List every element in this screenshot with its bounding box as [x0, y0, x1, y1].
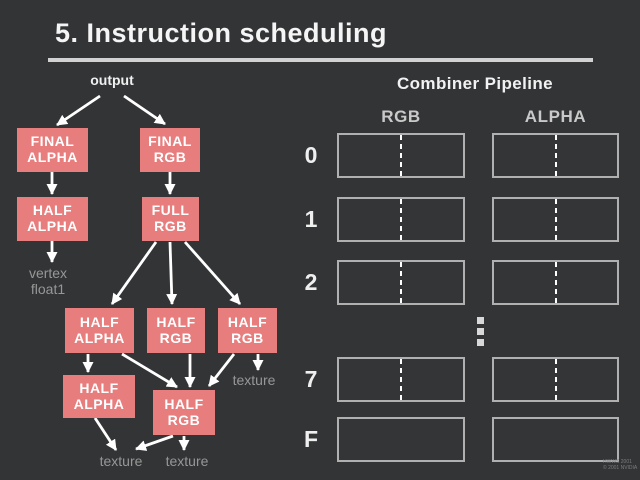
texture-label-bottom-left: texture — [99, 453, 143, 469]
node-half-rgb-right: HALF RGB — [218, 308, 277, 353]
title-underline — [48, 58, 593, 62]
node-half-alpha-2: HALF ALPHA — [65, 308, 134, 353]
combiner-stage-box — [492, 417, 619, 462]
stage-divider — [400, 135, 402, 176]
texture-label-bottom-right: texture — [165, 453, 209, 469]
arrow-half-alpha-3-to-texture — [93, 417, 118, 451]
vertex-float1-label: vertex float1 — [28, 265, 68, 298]
watermark-line2: © 2001 NVIDIA — [603, 465, 638, 471]
column-header-alpha: ALPHA — [524, 107, 587, 126]
row-label-2: 2 — [304, 269, 318, 295]
node-final-rgb: FINAL RGB — [140, 128, 200, 172]
combiner-stage-box — [492, 133, 619, 178]
watermark: HWWS 2001 © 2001 NVIDIA — [603, 459, 639, 471]
stage-divider — [400, 199, 402, 240]
stage-divider — [554, 359, 557, 400]
column-header-rgb: RGB — [381, 107, 421, 126]
arrow-half-rgb-bottom-to-texture-left — [135, 434, 174, 451]
node-half-alpha-1: HALF ALPHA — [17, 197, 88, 241]
ellipsis-dot — [477, 328, 484, 335]
node-full-rgb: FULL RGB — [142, 197, 199, 241]
page-title: 5. Instruction scheduling — [55, 18, 388, 48]
stage-divider — [554, 262, 557, 303]
combiner-stage-box — [337, 133, 465, 178]
combiner-stage-box — [492, 197, 619, 242]
combiner-stage-box — [337, 357, 465, 402]
combiner-stage-box — [492, 357, 619, 402]
ellipsis-dot — [477, 317, 484, 324]
arrow-output-to-final-rgb — [123, 94, 166, 126]
stage-divider — [400, 359, 402, 400]
stage-divider — [554, 199, 557, 240]
stage-divider — [554, 135, 557, 176]
row-label-f: F — [303, 426, 319, 452]
ellipsis-dot — [477, 339, 484, 346]
row-label-7: 7 — [304, 366, 318, 392]
vertical-ellipsis — [477, 317, 485, 350]
arrow-full-rgb-to-half-rgb-right — [183, 241, 242, 305]
output-label: output — [90, 72, 134, 88]
node-final-alpha: FINAL ALPHA — [17, 128, 88, 172]
stage-divider — [400, 262, 402, 303]
arrow-full-rgb-to-half-rgb-mid — [166, 241, 178, 305]
combiner-stage-box — [492, 260, 619, 305]
combiner-stage-box — [337, 417, 465, 462]
watermark-line1: HWWS 2001 — [603, 459, 632, 465]
combiner-stage-box — [337, 197, 465, 242]
arrow-full-rgb-to-half-alpha-2 — [110, 241, 158, 305]
arrow-output-to-final-alpha — [56, 94, 101, 127]
node-half-rgb-mid: HALF RGB — [147, 308, 205, 353]
combiner-pipeline-title: Combiner Pipeline — [396, 74, 554, 93]
node-half-rgb-bottom: HALF RGB — [153, 390, 215, 435]
node-half-alpha-3: HALF ALPHA — [63, 375, 135, 418]
row-label-0: 0 — [304, 142, 318, 168]
row-label-1: 1 — [304, 206, 318, 232]
texture-label-right: texture — [232, 372, 276, 388]
combiner-stage-box — [337, 260, 465, 305]
